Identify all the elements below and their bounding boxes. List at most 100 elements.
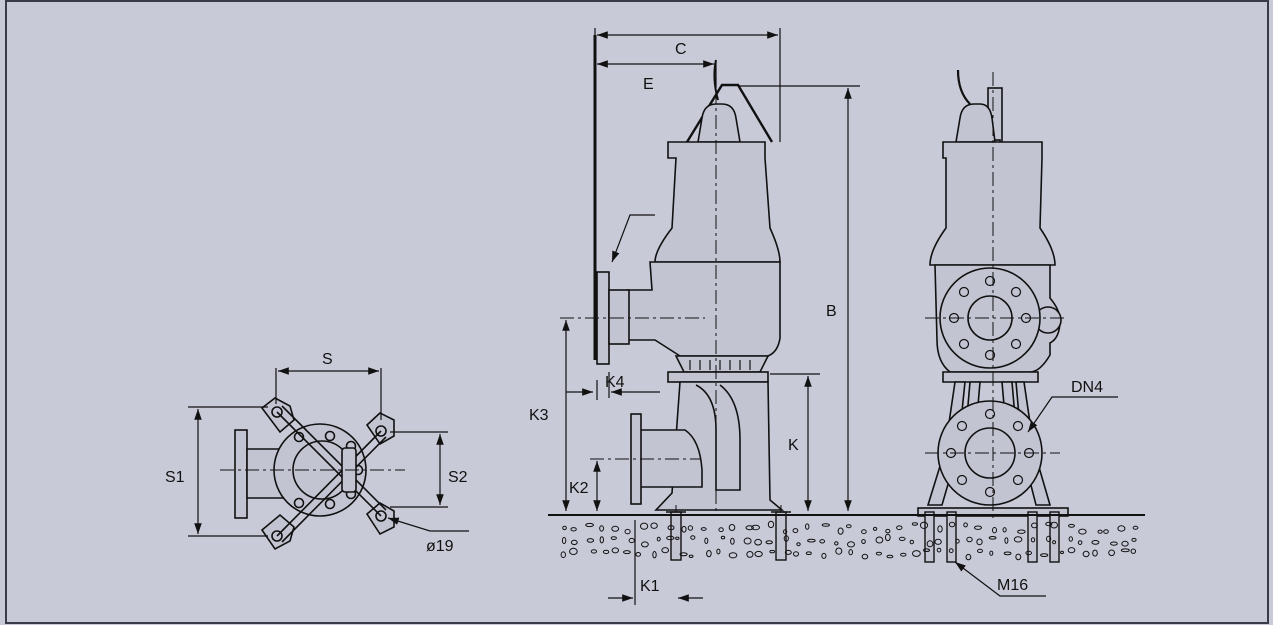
gravel-pebble (861, 553, 869, 560)
gravel-pebble (585, 522, 594, 528)
gravel-pebble (976, 538, 983, 546)
gravel-pebble (569, 547, 578, 556)
gravel-pebble (570, 539, 578, 546)
gravel-pebble (992, 527, 997, 534)
label-b: B (826, 303, 837, 320)
label-c: C (675, 41, 687, 58)
gravel-pebble (1046, 535, 1052, 543)
gravel-pebble (681, 525, 687, 533)
gravel-pebble (623, 550, 631, 555)
gravel-pebble (821, 552, 827, 559)
gravel-pebble (989, 550, 994, 556)
gravel-pebble (751, 524, 760, 531)
label-k4: K4 (605, 374, 625, 391)
top-view-outlet-flange (234, 429, 248, 519)
gravel-pebble (730, 537, 735, 545)
gravel-pebble (688, 554, 694, 558)
gravel-hatch (560, 520, 1139, 561)
gravel-pebble (1092, 549, 1098, 557)
gravel-pebble (911, 522, 919, 526)
gravel-pebble (1082, 550, 1090, 558)
gravel-pebble (754, 538, 762, 546)
gravel-pebble (1002, 527, 1007, 533)
gravel-pebble (1004, 537, 1009, 544)
side-view-dimensions (562, 28, 860, 605)
gravel-pebble (805, 523, 810, 530)
gravel-pebble (641, 541, 649, 548)
gravel-pebble (988, 536, 997, 540)
gravel-pebble (716, 548, 721, 555)
gravel-pebble (560, 551, 566, 559)
gravel-pebble (963, 522, 968, 528)
gravel-pebble (640, 522, 649, 530)
gravel-pebble (652, 551, 657, 559)
gravel-pebble (948, 548, 954, 554)
gravel-pebble (610, 536, 617, 540)
gravel-pebble (561, 537, 567, 544)
gravel-pebble (720, 535, 726, 540)
gravel-pebble (898, 536, 906, 542)
gravel-pebble (966, 536, 973, 543)
gravel-pebble (1030, 537, 1036, 543)
label-dn4: DN4 (1071, 379, 1103, 396)
gravel-pebble (884, 533, 891, 542)
top-view-dimensions (188, 367, 469, 537)
gravel-pebble (650, 522, 658, 529)
gravel-pebble (837, 527, 844, 535)
gravel-pebble (886, 554, 894, 559)
gravel-pebble (754, 550, 763, 558)
gravel-pebble (912, 550, 921, 557)
gravel-pebble (1068, 536, 1074, 542)
gravel-pebble (796, 542, 801, 547)
gravel-pebble (687, 525, 694, 531)
gravel-pebble (562, 525, 567, 531)
gravel-pebble (834, 541, 839, 546)
gravel-pebble (783, 535, 789, 542)
top-view (234, 397, 395, 551)
gravel-pebble (728, 524, 736, 531)
gravel-pebble (635, 552, 642, 557)
side-view (593, 35, 785, 511)
drawing-frame (5, 0, 1269, 624)
gravel-pebble (974, 525, 982, 530)
gravel-pebble (599, 525, 604, 532)
gravel-pebble (1132, 525, 1139, 530)
top-view-foot (260, 513, 295, 551)
side-view-volute (626, 261, 781, 357)
gravel-pebble (1117, 525, 1126, 532)
label-m16: M16 (997, 577, 1028, 594)
gravel-pebble (690, 535, 696, 540)
gravel-pebble (1097, 529, 1103, 534)
gravel-pebble (909, 539, 914, 545)
gravel-pebble (1013, 536, 1023, 543)
side-view-motor (654, 141, 781, 263)
gravel-pebble (900, 552, 907, 557)
gravel-pebble (767, 520, 775, 529)
gravel-pebble (793, 551, 799, 557)
gravel-pebble (948, 521, 956, 528)
gravel-pebble (1015, 553, 1022, 561)
gravel-pebble (1121, 540, 1129, 547)
gravel-pebble (1050, 521, 1058, 529)
gravel-pebble (1103, 529, 1109, 534)
gravel-pebble (1077, 540, 1083, 545)
gravel-pebble (919, 521, 929, 529)
gravel-pebble (784, 549, 792, 555)
gravel-pebble (861, 539, 866, 544)
top-view-foot (365, 412, 395, 446)
gravel-pebble (745, 525, 754, 531)
gravel-pebble (675, 536, 680, 540)
front-view-bolts (945, 275, 1035, 498)
gravel-pebble (586, 538, 595, 543)
gravel-pebble (628, 537, 635, 544)
gravel-pebble (706, 550, 712, 558)
gravel-pebble (835, 547, 843, 555)
gravel-pebble (1091, 540, 1100, 545)
gravel-pebble (977, 548, 983, 554)
front-view-centerlines (925, 72, 1065, 520)
gravel-pebble (656, 536, 661, 542)
gravel-pebble (1108, 549, 1115, 557)
label-s2: S2 (448, 469, 468, 486)
